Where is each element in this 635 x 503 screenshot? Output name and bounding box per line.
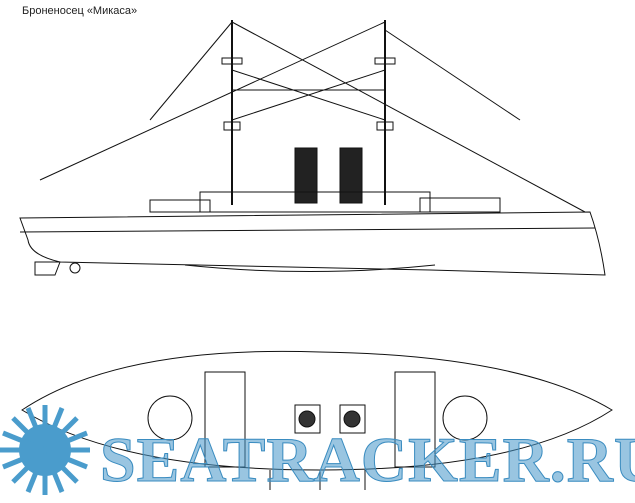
- watermark-text: SEATRACKER.RU: [99, 424, 635, 495]
- drawing-title: Броненосец «Микаса»: [22, 5, 138, 17]
